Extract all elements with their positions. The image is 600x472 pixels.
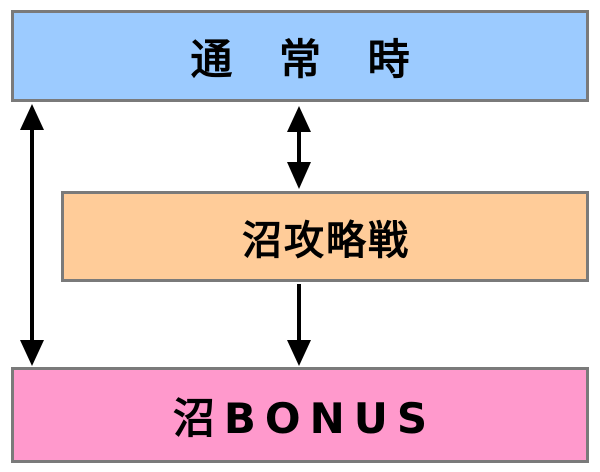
state-label-bonus: 沼BONUS xyxy=(172,393,437,443)
state-box-attack: 沼攻略戦 xyxy=(61,191,589,282)
arrow-attack-bonus xyxy=(287,284,311,366)
state-box-bonus: 沼BONUS xyxy=(11,367,589,463)
arrow-normal-bonus xyxy=(20,104,44,366)
state-box-normal: 通 常 時 xyxy=(11,10,589,102)
state-label-normal: 通 常 時 xyxy=(190,34,426,84)
arrow-normal-attack xyxy=(287,106,311,189)
state-label-attack: 沼攻略戦 xyxy=(242,217,410,264)
